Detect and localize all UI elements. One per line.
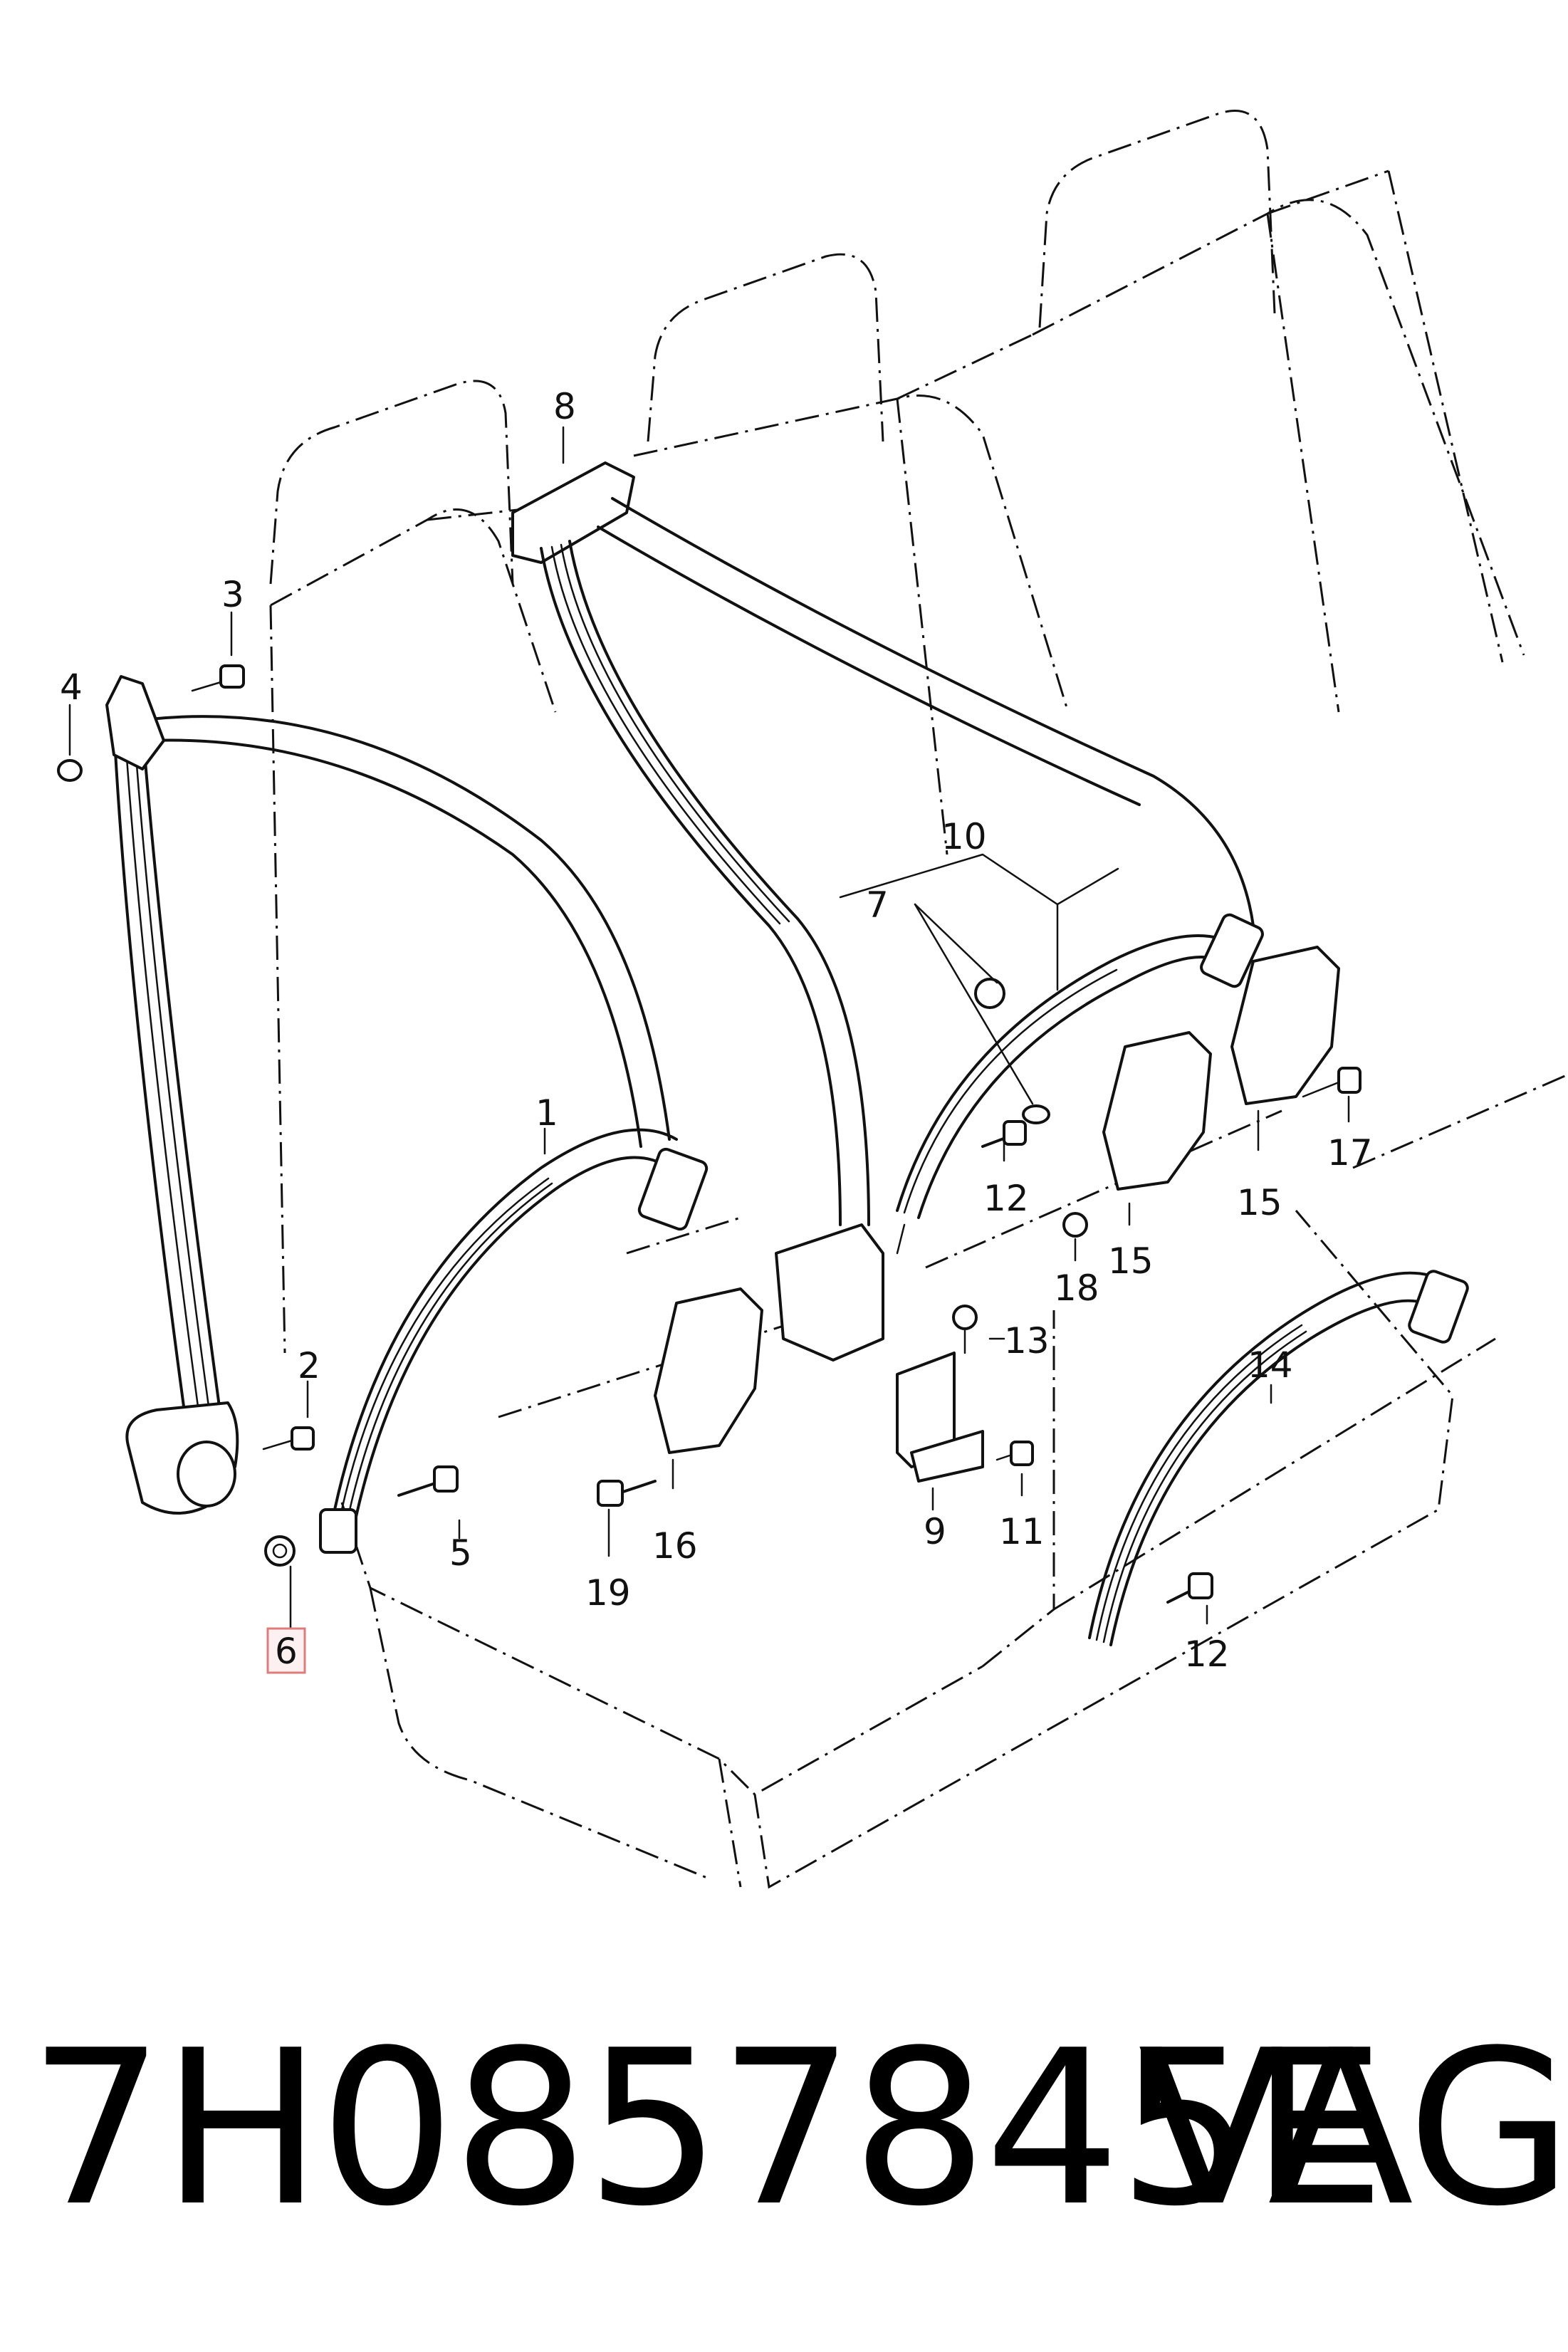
part-number: 7H0857845E	[28, 2005, 1386, 2253]
label-6: 6	[275, 1631, 298, 1672]
label-18: 18	[1054, 1268, 1099, 1309]
footer-caption: 7H0857845E VAG	[0, 2022, 1568, 2236]
seat-belt-exploded-diagram: 1 2 3 4 5 6 7 8 9 10 11 12 12 13 14 15 1…	[57, 110, 1567, 1889]
label-5: 5	[449, 1532, 472, 1574]
label-1: 1	[535, 1092, 558, 1134]
leader-lines	[68, 426, 1350, 1632]
label-12-lower: 12	[1184, 1634, 1230, 1675]
label-13: 13	[1004, 1320, 1050, 1361]
label-17: 17	[1327, 1132, 1373, 1174]
brand-name: VAG	[1138, 2005, 1568, 2253]
label-16: 16	[652, 1525, 698, 1567]
lap-belt-right	[1088, 1270, 1469, 1646]
label-12-upper: 12	[983, 1178, 1029, 1219]
bracket-9	[896, 1305, 1034, 1483]
seat-back-outline	[269, 169, 1525, 1354]
label-14: 14	[1248, 1344, 1293, 1386]
bolt-5-nut-6	[264, 1465, 459, 1567]
label-2: 2	[298, 1345, 320, 1386]
lap-belt-left	[319, 1128, 709, 1554]
centre-lap-belt-10	[896, 913, 1264, 1255]
label-8: 8	[553, 386, 576, 427]
buckles	[597, 946, 1361, 1507]
label-10: 10	[941, 816, 987, 857]
label-19: 19	[585, 1572, 631, 1614]
label-15-right: 15	[1237, 1182, 1282, 1223]
head-restraints	[269, 110, 1276, 585]
left-retractor-belt	[57, 664, 671, 1515]
label-7: 7	[866, 884, 889, 926]
label-9: 9	[924, 1511, 946, 1552]
centre-shoulder-belt	[511, 461, 1255, 1361]
highlight-box-6	[266, 1627, 306, 1674]
label-11: 11	[999, 1511, 1045, 1552]
label-4: 4	[60, 667, 83, 708]
label-3: 3	[221, 574, 244, 615]
part-labels: 1 2 3 4 5 6 7 8 9 10 11 12 12 13 14 15 1…	[60, 386, 1373, 1675]
seat-cushion	[340, 1074, 1567, 1889]
label-15-left: 15	[1108, 1240, 1154, 1282]
